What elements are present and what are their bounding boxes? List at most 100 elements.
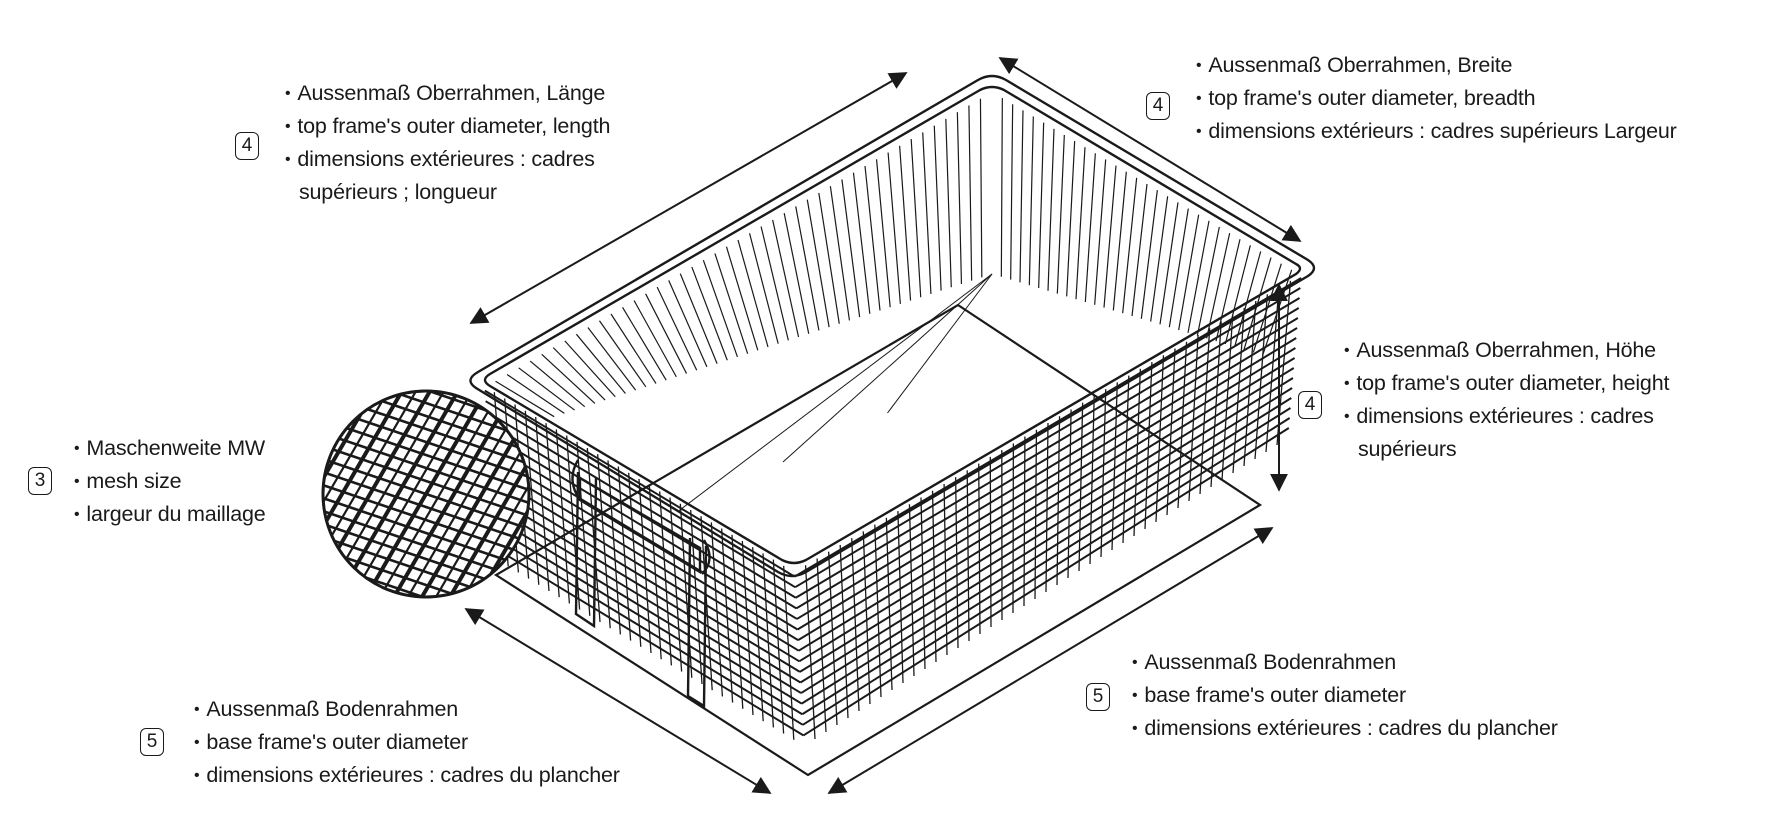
- mesh-wire: [1000, 98, 1003, 277]
- mesh-wire: [1047, 128, 1055, 291]
- mesh-wire: [1188, 334, 1199, 502]
- magnified-wire: [296, 294, 556, 382]
- mesh-wire: [529, 360, 586, 408]
- mesh-wire: [1150, 196, 1169, 322]
- mesh-wire: [1187, 220, 1210, 333]
- mesh-wire: [1168, 208, 1189, 328]
- callout-number-badge: 3: [28, 467, 52, 495]
- mesh-wire: [816, 558, 827, 733]
- mesh-wire: [487, 432, 798, 620]
- mesh-wire: [1075, 147, 1086, 300]
- mesh-wire: [1243, 301, 1257, 467]
- mesh-wire: [772, 219, 800, 338]
- mesh-wire: [1056, 134, 1065, 294]
- callout-line-fr: dimensions extérieures : cadres du planc…: [194, 760, 619, 793]
- mesh-wire: [887, 273, 993, 414]
- mesh-wire: [797, 337, 1297, 641]
- callout-line-fr: dimensions extérieures : cadres: [1344, 401, 1669, 434]
- callout-line-fr-cont: supérieurs: [1358, 437, 1457, 461]
- mesh-wire: [1243, 257, 1272, 350]
- mesh-wire: [493, 506, 802, 694]
- mesh-wire: [545, 423, 560, 598]
- callout-line-fr: dimensions extérieures : cadres: [285, 144, 610, 177]
- mesh-wire: [1221, 314, 1234, 481]
- mesh-wire: [968, 105, 973, 281]
- dimension-arrow-top-breadth: [998, 57, 1302, 242]
- mesh-wire: [1159, 202, 1179, 325]
- mesh-wire: [1084, 153, 1096, 303]
- mesh-wire: [1122, 375, 1130, 544]
- mesh-magnifier-detail: [296, 242, 556, 599]
- callout-line-fr-cont: supérieurs ; longueur: [299, 180, 497, 204]
- callout-line-de: Aussenmaß Oberrahmen, Höhe: [1344, 335, 1669, 368]
- mesh-wire: [1112, 171, 1127, 311]
- mesh-wire: [1166, 348, 1176, 516]
- magnified-wire: [296, 242, 556, 330]
- magnified-wire: [323, 391, 529, 462]
- mesh-wire: [1196, 226, 1220, 336]
- mesh-wire: [1178, 214, 1200, 331]
- mesh-wire: [945, 118, 952, 288]
- magnified-wire: [323, 391, 399, 597]
- mesh-wire: [1199, 328, 1211, 495]
- mesh-wire: [587, 327, 637, 391]
- mesh-wire: [1038, 122, 1045, 289]
- mesh-wire: [1224, 245, 1251, 345]
- dimension-arrow-top-length: [469, 72, 908, 324]
- callout-line-en: top frame's outer diameter, height: [1344, 368, 1669, 401]
- mesh-wire: [1028, 116, 1034, 286]
- mesh-wire: [725, 246, 759, 351]
- mesh-wire: [1155, 355, 1165, 523]
- mesh-wire: [910, 139, 922, 298]
- mesh-wire: [576, 441, 591, 616]
- callout-number-badge: 5: [140, 728, 164, 756]
- callout-line-fr: largeur du maillage: [74, 499, 265, 532]
- mesh-wire: [922, 132, 932, 294]
- magnified-wire: [323, 435, 529, 527]
- mesh-wire: [495, 527, 803, 716]
- mesh-wire: [564, 340, 616, 398]
- mesh-wire: [887, 152, 901, 304]
- mesh-wire: [783, 212, 810, 334]
- magnified-wire: [323, 591, 529, 597]
- mesh-wire: [1094, 159, 1107, 305]
- mesh-wire: [1010, 104, 1014, 280]
- mesh-wire: [524, 410, 540, 585]
- callout-line-en: base frame's outer diameter: [1132, 680, 1558, 713]
- mesh-wire: [795, 206, 820, 331]
- callout-line-en: mesh size: [74, 466, 265, 499]
- magnified-wire: [296, 268, 556, 356]
- mesh-wire: [1066, 141, 1076, 297]
- mesh-wire: [552, 347, 606, 401]
- mesh-wire: [794, 277, 1302, 578]
- mesh-wire: [495, 380, 555, 418]
- mesh-wire: [798, 347, 1296, 652]
- mesh-wire: [979, 98, 983, 278]
- magnified-wire: [323, 391, 414, 597]
- callout-line-en: top frame's outer diameter, length: [285, 111, 610, 144]
- mesh-wire: [782, 273, 993, 463]
- mesh-wire: [1232, 307, 1245, 474]
- mesh-wire: [1103, 165, 1117, 308]
- basket-top-frame: [469, 74, 1316, 578]
- mesh-wire: [1177, 341, 1188, 509]
- callout-line-fr: dimensions extérieures : cadres du planc…: [1132, 713, 1557, 746]
- mesh-wire: [485, 410, 797, 599]
- mesh-wire: [1111, 382, 1118, 551]
- mesh-wire: [575, 333, 626, 394]
- mesh-wire: [1210, 321, 1222, 488]
- mesh-wire: [586, 447, 601, 623]
- mesh-wire: [806, 199, 830, 328]
- mesh-wire: [1019, 110, 1024, 283]
- mesh-wire: [488, 442, 799, 631]
- mesh-wire: [541, 353, 596, 404]
- mesh-wire: [956, 112, 963, 284]
- callout-line-de: Maschenweite MW: [74, 433, 265, 466]
- mesh-wire: [1254, 294, 1269, 460]
- magnified-wire: [323, 391, 427, 597]
- mesh-wire: [1252, 263, 1282, 353]
- mesh-wire: [506, 374, 565, 414]
- dimension-arrow-base-right: [827, 527, 1274, 794]
- mesh-wire: [899, 145, 912, 301]
